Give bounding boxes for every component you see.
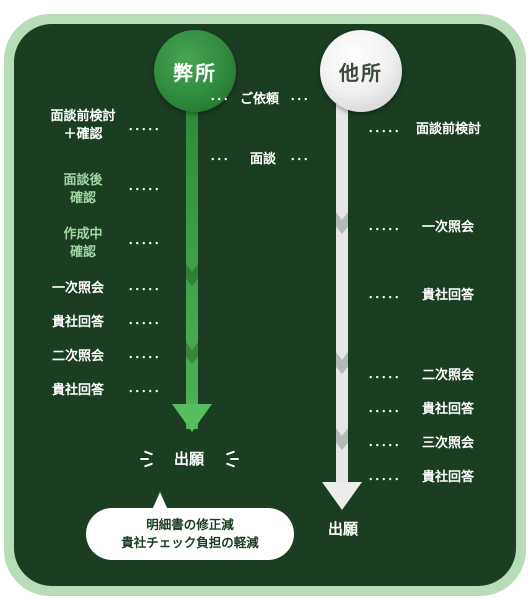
ours-end-spark-left [140, 450, 166, 468]
ours-chevron-1 [174, 264, 210, 286]
others-step-7-dots: ･････ [368, 473, 401, 486]
ours-badge-label: 弊所 [173, 60, 217, 85]
others-chevron-3 [324, 428, 360, 450]
ours-step-2: 面談後 確認 [38, 172, 128, 208]
request-label: ご依頼 [240, 92, 280, 107]
others-step-4-dots: ･････ [368, 371, 401, 384]
ours-end-label: 出願 [174, 450, 205, 468]
others-end-label: 出願 [328, 520, 359, 538]
ours-step-5-dots: ･････ [128, 317, 161, 330]
ours-arrow-head [172, 404, 212, 432]
others-step-7: 貴社回答 [422, 470, 475, 485]
ours-chevron-2 [174, 342, 210, 364]
ours-step-6-dots: ･････ [128, 351, 161, 364]
interview-label: 面談 [250, 152, 277, 167]
others-chevron-2 [324, 352, 360, 374]
ours-step-7: 貴社回答 [52, 383, 105, 398]
ours-badge: 弊所 [154, 30, 236, 112]
others-arrow-shaft [336, 104, 348, 494]
others-step-6-dots: ･････ [368, 439, 401, 452]
others-step-3-dots: ･････ [368, 291, 401, 304]
others-step-1-dots: ･････ [368, 125, 401, 138]
ours-arrow-shaft [186, 104, 198, 429]
arrows-layer [172, 104, 362, 510]
request-dots-right: ･･･ [290, 93, 310, 106]
ours-step-6: 二次照会 [52, 349, 105, 364]
callout-line-1: 明細書の修正減 [146, 517, 234, 532]
others-chevron-1 [324, 212, 360, 234]
interview-dots-right: ･･･ [290, 153, 310, 166]
ours-step-4: 一次照会 [52, 281, 105, 296]
ours-step-2-dots: ･････ [128, 183, 161, 196]
ours-step-1-dots: ･････ [128, 123, 161, 136]
ours-step-2-label: 面談後 確認 [63, 173, 103, 206]
others-step-5-dots: ･････ [368, 405, 401, 418]
ours-step-1: 面談前検討 ＋確認 [38, 108, 128, 144]
others-step-2-dots: ･････ [368, 223, 401, 236]
others-step-4: 二次照会 [422, 368, 475, 383]
ours-step-3: 作成中 確認 [38, 226, 128, 262]
others-step-1: 面談前検討 [416, 122, 482, 137]
others-arrow-head [322, 482, 362, 510]
ours-step-4-dots: ･････ [128, 283, 161, 296]
others-step-5: 貴社回答 [422, 402, 475, 417]
benefit-callout: 明細書の修正減 貴社チェック負担の軽減 [86, 508, 294, 560]
others-step-3: 貴社回答 [422, 288, 475, 303]
callout-tail [152, 492, 168, 510]
ours-step-7-dots: ･････ [128, 385, 161, 398]
ours-step-3-label: 作成中 確認 [63, 227, 103, 260]
ours-step-1-label: 面談前検討 ＋確認 [50, 109, 116, 142]
others-step-2: 一次照会 [422, 220, 475, 235]
interview-dots-left: ･･･ [210, 153, 230, 166]
ours-step-5: 貴社回答 [52, 315, 105, 330]
comparison-panel: 弊所 他所 ･･･ ご依頼 ･･･ ･･･ 面談 ･･･ 面談前検討 ＋確認 ･… [14, 24, 516, 586]
ours-step-3-dots: ･････ [128, 237, 161, 250]
callout-line-2: 貴社チェック負担の軽減 [121, 535, 259, 550]
others-badge-label: 他所 [339, 60, 383, 85]
others-flow-arrow [322, 104, 362, 510]
ours-end-spark-right [218, 450, 244, 468]
ours-flow-arrow [172, 104, 212, 432]
request-dots-left: ･･･ [210, 93, 230, 106]
others-step-6: 三次照会 [422, 436, 475, 451]
others-badge: 他所 [320, 30, 402, 112]
